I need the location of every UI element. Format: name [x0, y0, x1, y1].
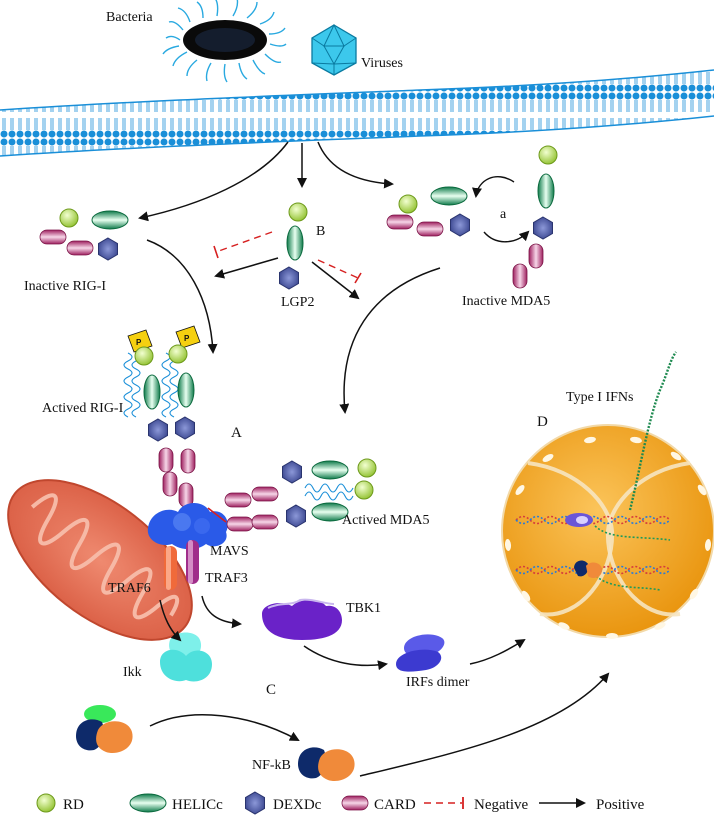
- membrane-arrows: [138, 141, 394, 222]
- mavs: [147, 503, 228, 550]
- label-a-small: a: [500, 207, 507, 222]
- legend-dexd: DEXDc: [245, 791, 322, 815]
- legend-negative-label: Negative: [474, 797, 528, 813]
- inactive-mda5-extended: [512, 145, 558, 289]
- traf3: [186, 540, 199, 584]
- legend-rd: RD: [36, 793, 84, 813]
- phospho-label: P: [136, 338, 142, 347]
- traf3-label: TRAF3: [205, 571, 248, 586]
- cell-membrane: [0, 69, 714, 157]
- legend-dexd-label: DEXDc: [273, 797, 322, 813]
- legend-card-label: CARD: [374, 797, 416, 813]
- downstream-arrows: [149, 595, 610, 777]
- label-c: C: [266, 682, 276, 698]
- lgp2-arrows: [213, 231, 362, 300]
- legend-rd-label: RD: [63, 797, 84, 813]
- legend-positive: Positive: [539, 797, 645, 813]
- actived-mda5-label: Actived MDA5: [342, 513, 430, 528]
- viruses-label: Viruses: [361, 56, 403, 71]
- mavs-label: MAVS: [210, 544, 249, 559]
- lgp2: [279, 202, 308, 290]
- nucleus: [501, 424, 714, 639]
- bacteria-icon: [162, 0, 287, 83]
- phospho-label: P: [184, 334, 190, 343]
- irfs-label: IRFs dimer: [406, 675, 470, 690]
- nfkb-label: NF-kB: [252, 758, 291, 773]
- ikk-label: Ikk: [123, 665, 142, 680]
- tbk1: [262, 598, 342, 640]
- activation-arrows: [146, 239, 441, 414]
- conversion-arrows: [472, 176, 530, 243]
- legend: RD HELICc DEXDc CARD Negative Positive: [36, 791, 645, 815]
- inactive-rig-i: [39, 208, 129, 261]
- virus-icon: [311, 23, 357, 76]
- nfkb-complex-inactive: [76, 705, 133, 754]
- actived-mda5: [224, 458, 377, 532]
- mda5-mavs-link: [207, 507, 227, 523]
- inactive-rig-i-label: Inactive RIG-I: [24, 279, 106, 294]
- legend-helic: HELICc: [129, 793, 223, 813]
- label-d: D: [537, 414, 548, 430]
- type-i-ifns-label: Type I IFNs: [566, 390, 633, 405]
- ikk: [160, 632, 212, 682]
- lgp2-label: LGP2: [281, 295, 314, 310]
- traf6-label: TRAF6: [108, 581, 151, 596]
- legend-helic-label: HELICc: [172, 797, 223, 813]
- label-b: B: [316, 224, 325, 239]
- label-a-big: A: [231, 425, 242, 441]
- actived-rig-i: P P: [123, 325, 201, 508]
- nfkb-active: [298, 747, 355, 782]
- legend-negative: Negative: [424, 797, 528, 813]
- legend-positive-label: Positive: [596, 797, 645, 813]
- legend-card: CARD: [341, 795, 416, 813]
- tbk1-label: TBK1: [346, 601, 381, 616]
- inactive-mda5-label: Inactive MDA5: [462, 294, 550, 309]
- actived-rig-i-label: Actived RIG-I: [42, 401, 124, 416]
- ifn-mrna: [628, 351, 677, 511]
- irfs-dimer: [396, 634, 445, 672]
- bacteria-label: Bacteria: [106, 10, 153, 25]
- inactive-mda5-folded: [386, 186, 470, 237]
- traf6: [164, 546, 177, 590]
- mitochondrion-icon: [7, 479, 193, 641]
